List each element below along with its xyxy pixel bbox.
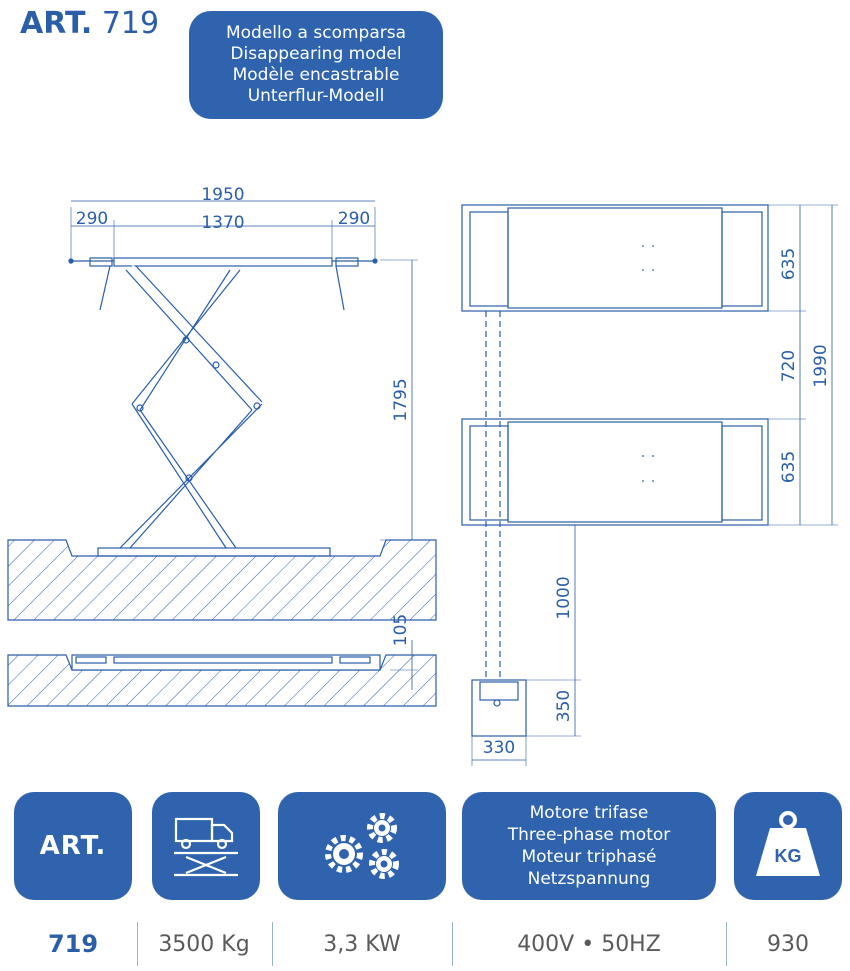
dim-total-width: 1990: [811, 344, 831, 387]
dim-side-right: 290: [338, 209, 370, 229]
ground-raised: [7, 539, 437, 621]
dim-height-lowered: 105: [391, 614, 411, 646]
spec-voltage: 400V • 50HZ: [517, 931, 661, 957]
model-badge: Modello a scomparsa Disappearing model M…: [189, 11, 443, 119]
divider: [452, 922, 453, 966]
model-line-de: Unterflur-Modell: [247, 86, 385, 106]
model-line-fr: Modèle encastrable: [232, 65, 400, 85]
dim-unit-width: 330: [483, 738, 515, 758]
kg-weight-icon: KG: [756, 811, 820, 876]
motor-line-it: Motore trifase: [529, 803, 649, 823]
art-title: ART. 719: [20, 6, 159, 42]
dim-height-raised: 1795: [391, 378, 411, 421]
model-line-it: Modello a scomparsa: [225, 23, 407, 43]
dim-unit-height: 350: [554, 690, 574, 722]
power-tile: [278, 792, 446, 900]
motor-line-de: Netzspannung: [527, 869, 651, 889]
spec-capacity: 3500 Kg: [158, 931, 250, 957]
motor-line-fr: Moteur triphasé: [521, 847, 657, 867]
side-view-raised: [68, 200, 418, 557]
kg-label: KG: [775, 846, 802, 866]
divider: [137, 922, 138, 966]
dim-platform-width-1: 635: [779, 248, 799, 280]
art-tile: ART.: [14, 792, 132, 900]
art-prefix: ART.: [20, 6, 93, 41]
spec-art: 719: [47, 930, 99, 958]
specs-row: 719 3500 Kg 3,3 KW 400V • 50HZ 930: [0, 922, 850, 966]
dim-gap-between: 720: [779, 350, 799, 382]
dim-hose-length: 1000: [554, 576, 574, 619]
art-tile-label: ART.: [39, 831, 107, 861]
gears-icon: [325, 813, 399, 879]
dim-side-left: 290: [76, 209, 108, 229]
model-line-en: Disappearing model: [230, 44, 402, 64]
dim-platform-width-2: 635: [779, 451, 799, 483]
capacity-tile: [152, 792, 260, 900]
technical-drawing: 1950 290 1370 290 1795 105 635 720 1990 …: [7, 185, 838, 766]
divider: [272, 922, 273, 966]
dim-center-width: 1370: [201, 213, 244, 233]
spec-power: 3,3 KW: [323, 931, 401, 957]
truck-on-lift-icon: [174, 817, 238, 877]
motor-tile: Motore trifase Three-phase motor Moteur …: [462, 792, 716, 900]
motor-line-en: Three-phase motor: [507, 825, 671, 845]
spec-weight: 930: [767, 931, 809, 957]
art-number: 719: [101, 6, 160, 41]
dim-overall-width: 1950: [201, 185, 244, 205]
side-view-lowered: [7, 640, 437, 707]
top-view: [461, 204, 838, 766]
weight-tile: KG: [734, 792, 842, 900]
divider: [726, 922, 727, 966]
